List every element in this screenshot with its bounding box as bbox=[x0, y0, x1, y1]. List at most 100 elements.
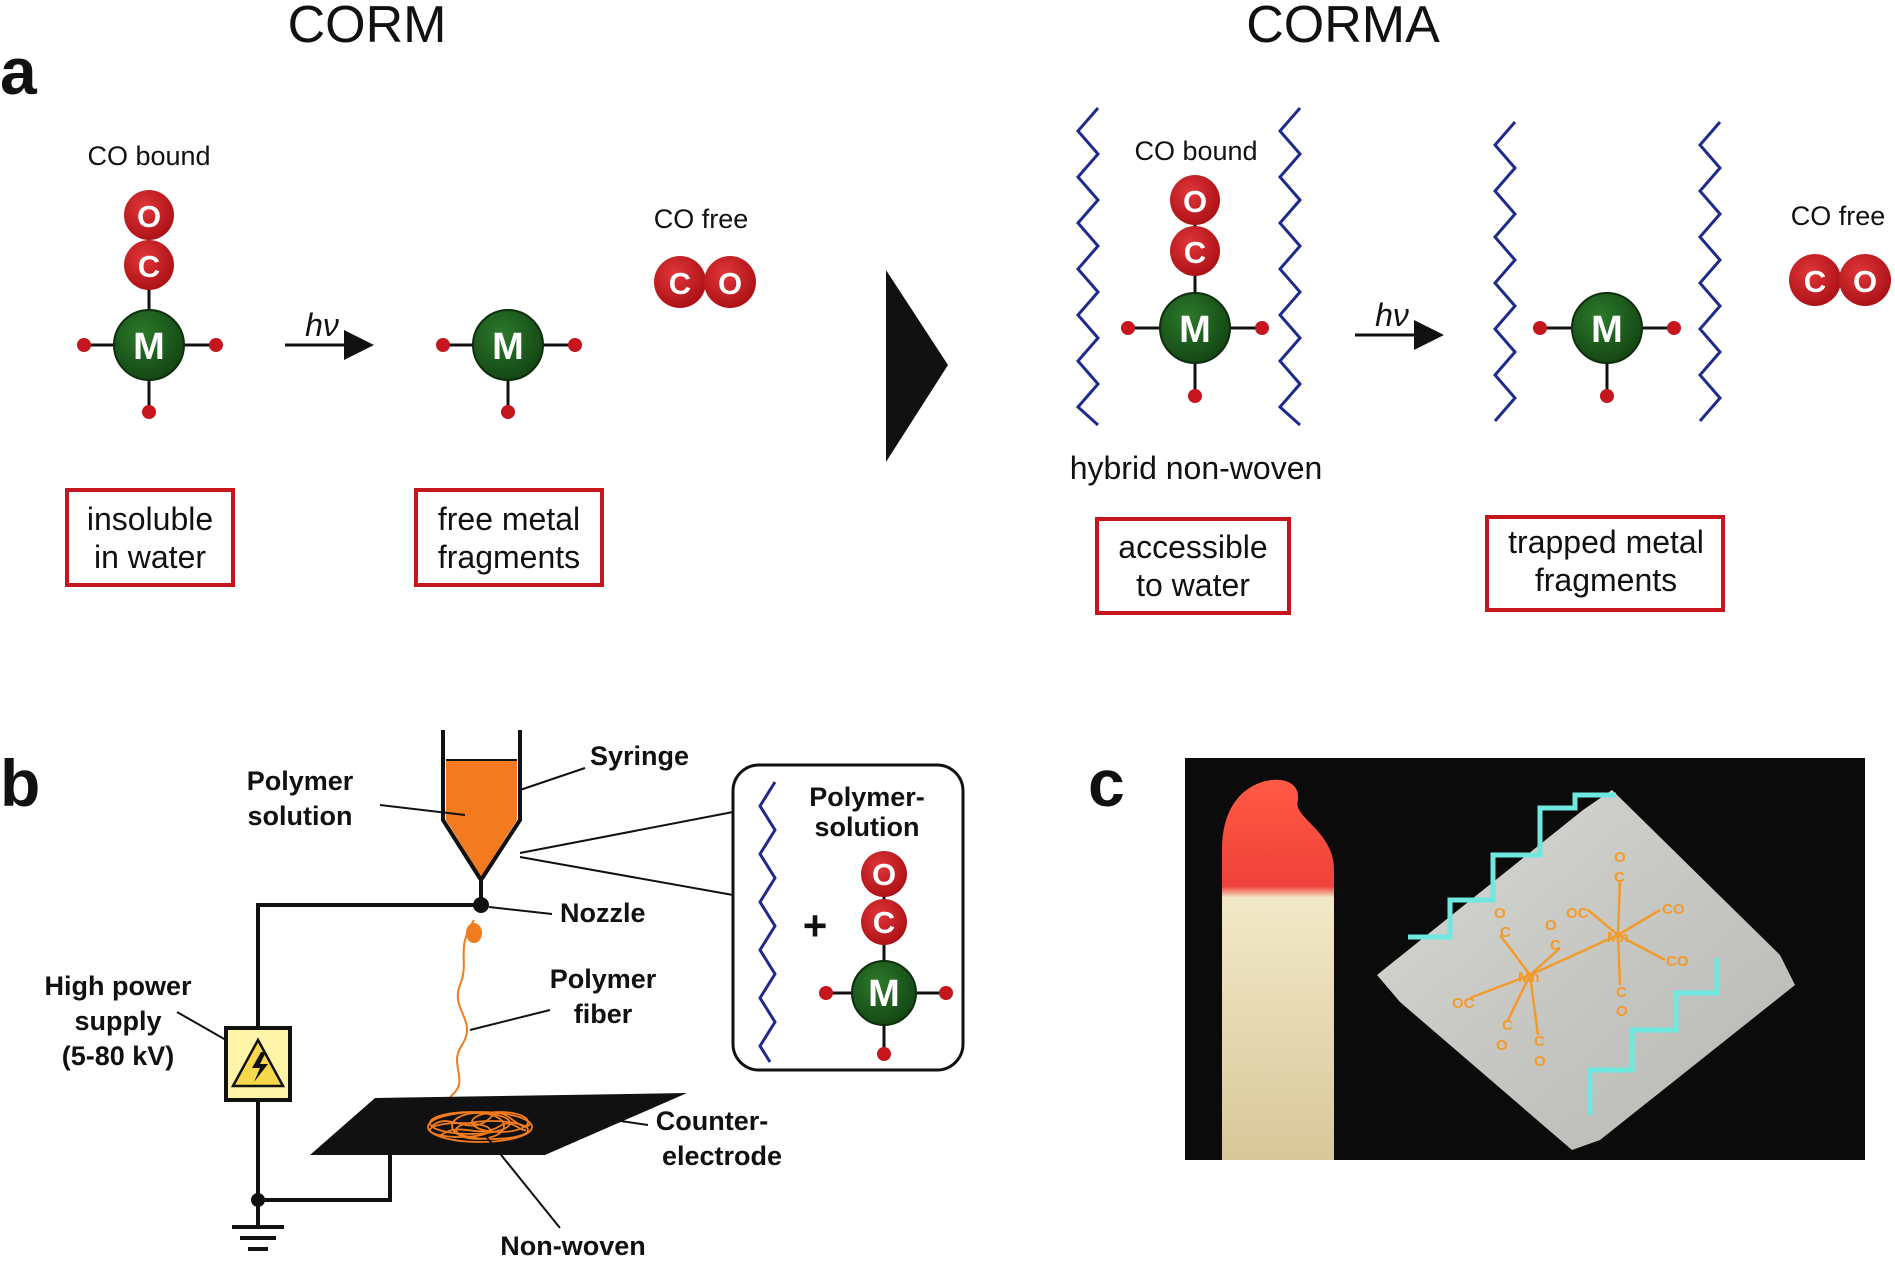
svg-text:Polymer: Polymer bbox=[550, 964, 657, 994]
co-free-label: CO free bbox=[654, 204, 749, 234]
svg-text:solution: solution bbox=[815, 812, 920, 842]
ligand-bottom bbox=[142, 405, 156, 419]
ligand-left bbox=[77, 338, 91, 352]
svg-text:Mn: Mn bbox=[1607, 929, 1629, 946]
metal-fragment-trapped: M bbox=[1533, 292, 1681, 403]
svg-text:C: C bbox=[1550, 937, 1561, 954]
svg-text:M: M bbox=[868, 973, 900, 1015]
ligand-right bbox=[209, 338, 223, 352]
svg-text:M: M bbox=[492, 326, 524, 368]
svg-text:O: O bbox=[718, 266, 742, 301]
inset-molecule: O C M bbox=[819, 851, 953, 1061]
svg-text:High power: High power bbox=[45, 971, 192, 1001]
polymer-chains-trapped bbox=[1493, 121, 1722, 422]
ground-icon bbox=[232, 1225, 284, 1251]
svg-text:CO: CO bbox=[1666, 953, 1689, 970]
svg-text:hν: hν bbox=[1375, 297, 1409, 333]
polymer-fiber bbox=[448, 919, 475, 1126]
syringe bbox=[441, 730, 522, 884]
corma-molecule-co-bound: CO bound O C M bbox=[1121, 136, 1269, 403]
metal-atom bbox=[113, 309, 185, 381]
non-woven-mat bbox=[427, 1111, 533, 1143]
hybrid-non-woven-label: hybrid non-woven bbox=[1070, 450, 1323, 486]
non-woven-sheet bbox=[1377, 790, 1795, 1150]
polymer-chains-hybrid bbox=[1075, 107, 1302, 427]
svg-text:C: C bbox=[1614, 869, 1625, 886]
cyan-outline-top bbox=[1408, 792, 1616, 940]
box-accessible: accessible to water bbox=[1095, 517, 1291, 615]
svg-text:O: O bbox=[1183, 184, 1207, 219]
svg-text:C: C bbox=[1500, 924, 1511, 941]
transition-triangle bbox=[886, 270, 948, 462]
svg-text:CO free: CO free bbox=[1791, 201, 1886, 231]
svg-text:C: C bbox=[1804, 264, 1826, 299]
hv-label: hν bbox=[305, 307, 339, 343]
svg-text:fragments: fragments bbox=[1535, 562, 1677, 598]
svg-text:M: M bbox=[133, 326, 165, 368]
svg-text:M: M bbox=[1591, 309, 1623, 351]
svg-text:(5-80 kV): (5-80 kV) bbox=[62, 1041, 175, 1071]
svg-text:fiber: fiber bbox=[574, 999, 633, 1029]
panel-a-letter: a bbox=[0, 34, 38, 108]
svg-text:CO: CO bbox=[1662, 901, 1685, 918]
svg-text:Polymer-: Polymer- bbox=[809, 782, 925, 812]
co-free-left: CO free C O bbox=[654, 204, 756, 308]
cyan-outline-bottom bbox=[1587, 958, 1720, 1115]
box-insoluble: insoluble in water bbox=[65, 488, 235, 587]
svg-text:C: C bbox=[1184, 235, 1206, 270]
svg-text:Non-woven: Non-woven bbox=[500, 1231, 646, 1261]
inset-polymer-chain bbox=[758, 781, 777, 1063]
corm-title: CORM bbox=[288, 0, 447, 54]
metal-fragment-free: M bbox=[436, 309, 582, 419]
svg-text:C: C bbox=[873, 905, 895, 940]
svg-text:trapped metal: trapped metal bbox=[1508, 524, 1704, 560]
svg-text:C: C bbox=[669, 266, 691, 301]
plus-sign: + bbox=[803, 902, 828, 949]
svg-text:Syringe: Syringe bbox=[590, 741, 689, 771]
panel-c: c Mn Mn O C OC bbox=[1088, 746, 1865, 1160]
svg-text:electrode: electrode bbox=[662, 1141, 782, 1171]
counter-electrode bbox=[310, 1093, 687, 1155]
svg-text:O: O bbox=[1496, 1037, 1508, 1054]
mn-carbonyl-labels: Mn Mn O C OC CO CO C O O C O C OC C O C … bbox=[1452, 849, 1689, 1070]
svg-text:fragments: fragments bbox=[438, 539, 580, 575]
svg-text:Nozzle: Nozzle bbox=[560, 898, 646, 928]
svg-text:O: O bbox=[1494, 905, 1506, 922]
svg-text:Counter-: Counter- bbox=[656, 1106, 768, 1136]
coated-stick bbox=[1222, 779, 1334, 1160]
light-arrow-left: hν bbox=[285, 307, 374, 360]
svg-text:O: O bbox=[1614, 849, 1626, 866]
svg-text:C: C bbox=[1616, 984, 1627, 1001]
oxygen-atom bbox=[124, 190, 174, 240]
svg-text:supply: supply bbox=[74, 1006, 161, 1036]
panel-b: b Syringe Polymer solution Nozzle bbox=[0, 730, 965, 1261]
svg-text:C: C bbox=[1502, 1017, 1513, 1034]
panel-a: a CORM CORMA CO bound O C M hν bbox=[0, 0, 1891, 615]
corm-molecule-co-bound: CO bound O C M bbox=[77, 141, 223, 419]
co-bound-label: CO bound bbox=[87, 141, 210, 171]
svg-text:O: O bbox=[872, 857, 896, 892]
svg-text:O: O bbox=[1534, 1053, 1546, 1070]
svg-text:O: O bbox=[1616, 1003, 1628, 1020]
svg-text:OC: OC bbox=[1452, 995, 1475, 1012]
panel-c-letter: c bbox=[1088, 746, 1125, 820]
svg-text:CO bound: CO bound bbox=[1134, 136, 1257, 166]
svg-text:Polymer: Polymer bbox=[247, 766, 354, 796]
svg-text:O: O bbox=[1853, 264, 1877, 299]
svg-text:to water: to water bbox=[1136, 567, 1250, 603]
co-free-right: CO free C O bbox=[1789, 201, 1891, 306]
svg-text:M: M bbox=[1179, 309, 1211, 351]
svg-text:free metal: free metal bbox=[438, 501, 580, 537]
mn-carbonyl-structure bbox=[1469, 879, 1666, 1036]
svg-text:Mn: Mn bbox=[1518, 969, 1540, 986]
svg-text:O: O bbox=[137, 199, 161, 234]
svg-text:C: C bbox=[1534, 1033, 1545, 1050]
svg-text:OC: OC bbox=[1566, 905, 1589, 922]
high-voltage-icon bbox=[224, 1026, 292, 1102]
panel-b-letter: b bbox=[0, 746, 40, 820]
corma-title: CORMA bbox=[1246, 0, 1440, 54]
box-free-metal-fragments: free metal fragments bbox=[414, 488, 604, 587]
carbon-atom bbox=[124, 240, 174, 290]
svg-text:solution: solution bbox=[248, 801, 353, 831]
